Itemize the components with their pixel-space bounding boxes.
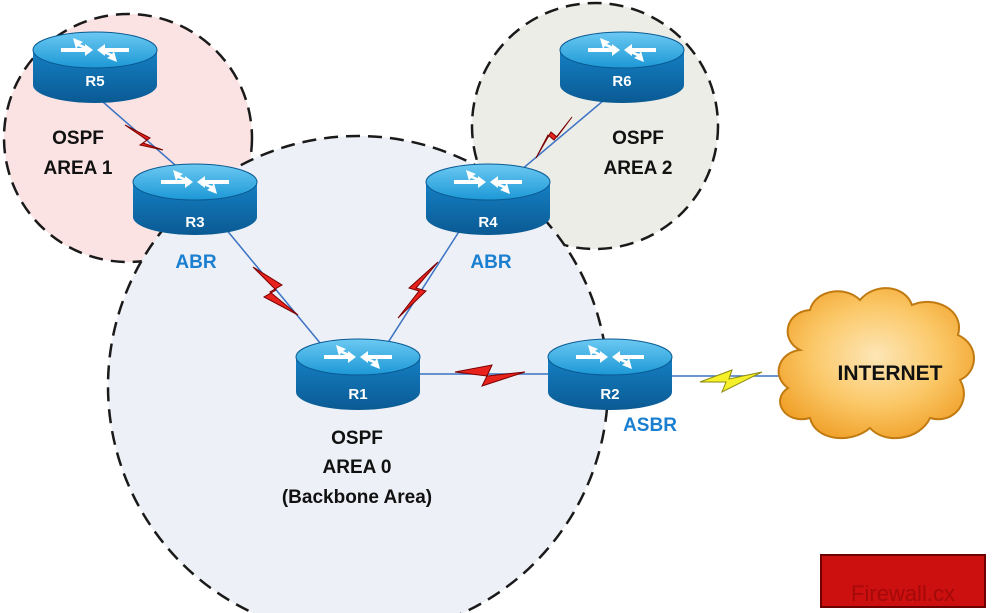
- internet-label: INTERNET: [838, 362, 943, 385]
- watermark-logo: Firewall.cx: [820, 554, 986, 608]
- router-r2: R2: [547, 338, 673, 411]
- router-r3-name: R3: [185, 214, 204, 231]
- link-r1-r2: [420, 364, 548, 387]
- router-icon: [32, 31, 158, 104]
- router-icon: [559, 31, 685, 104]
- router-r1-name: R1: [348, 386, 367, 403]
- router-r4-name: R4: [478, 214, 498, 231]
- cloud-icon: [777, 287, 975, 440]
- area-1-subtitle: AREA 1: [44, 158, 113, 179]
- area-1-title: OSPF: [52, 128, 104, 149]
- router-r2-role: ASBR: [623, 415, 677, 436]
- router-r5-name: R5: [85, 73, 104, 90]
- area-2-title: OSPF: [612, 128, 664, 149]
- link-r2-internet: [672, 369, 790, 394]
- area-2-subtitle: AREA 2: [604, 158, 673, 179]
- area-0-subtitle: AREA 0: [323, 457, 392, 478]
- router-r6-name: R6: [612, 73, 631, 90]
- router-r4-role: ABR: [470, 252, 511, 273]
- watermark-text: Firewall.cx: [851, 581, 955, 606]
- router-r6: R6: [559, 31, 685, 104]
- router-r3-role: ABR: [175, 252, 216, 273]
- router-r3: R3: [132, 163, 258, 236]
- link-r3-r1: [224, 227, 331, 356]
- router-r5: R5: [32, 31, 158, 104]
- router-r4: R4: [425, 163, 551, 236]
- link-r4-r1: [379, 229, 461, 356]
- link-r5-r3: [94, 94, 191, 179]
- router-r1: R1: [295, 338, 421, 411]
- router-r2-name: R2: [600, 386, 619, 403]
- area-0-description: (Backbone Area): [282, 487, 432, 508]
- area-0-title: OSPF: [331, 428, 383, 449]
